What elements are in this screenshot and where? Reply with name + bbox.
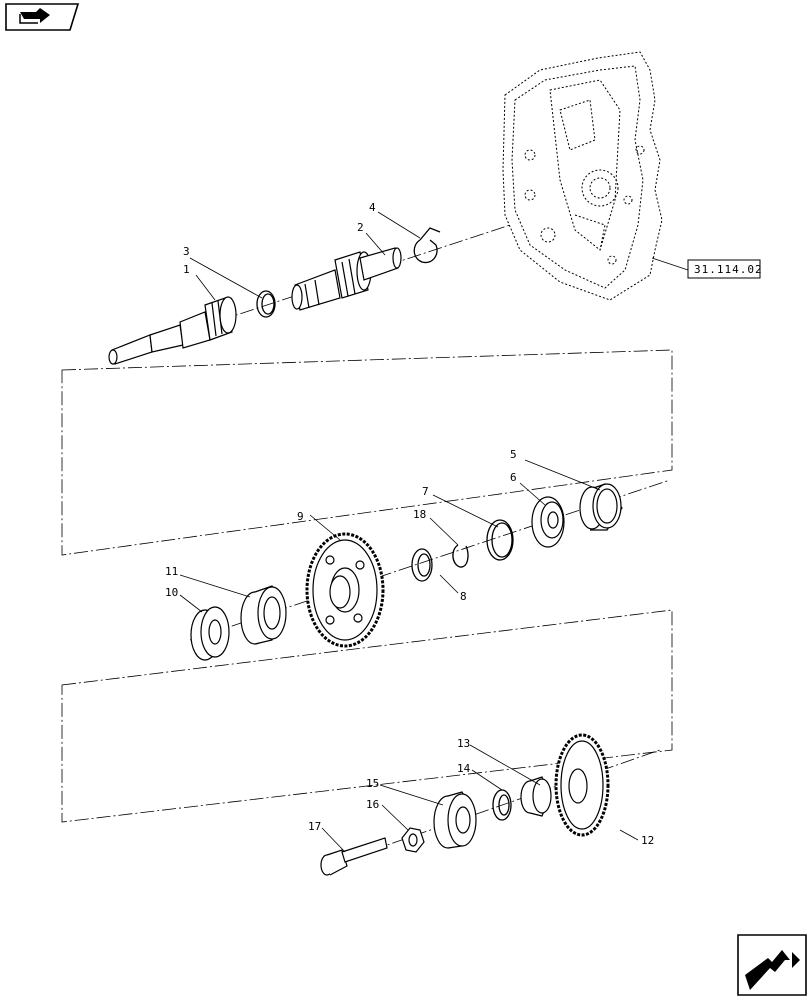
retaining-ring: [486, 519, 514, 561]
callout-16: 16: [366, 798, 379, 811]
callout-labels: 1 2 3 4 5 6 7 8 9 10 11 12 13 14 15 16 1…: [165, 201, 654, 847]
callout-1: 1: [183, 263, 190, 276]
splined-shaft: [291, 247, 402, 311]
callout-4: 4: [369, 201, 376, 214]
callout-6: 6: [510, 471, 517, 484]
callout-7: 7: [422, 485, 429, 498]
callout-13: 13: [457, 737, 470, 750]
book-arrow-icon[interactable]: [5, 3, 80, 31]
group-boundary-1: [61, 349, 673, 556]
callout-5: 5: [510, 448, 517, 461]
output-bearing: [433, 791, 477, 849]
reference-label: 31.114.02: [694, 263, 763, 276]
needle-bearing: [240, 585, 287, 645]
callout-15: 15: [366, 777, 379, 790]
bushing: [520, 776, 552, 817]
callout-18: 18: [413, 508, 426, 521]
callout-17: 17: [308, 820, 321, 833]
large-gear: [305, 532, 385, 648]
callout-10: 10: [165, 586, 178, 599]
next-page-arrow-icon[interactable]: [737, 934, 807, 996]
snap-ring: [256, 290, 276, 318]
reference-callout[interactable]: 31.114.02: [651, 257, 763, 279]
callout-3: 3: [183, 245, 190, 258]
callout-12: 12: [641, 834, 654, 847]
ball-bearing: [531, 496, 565, 548]
driven-gear: [554, 733, 610, 837]
callout-2: 2: [357, 221, 364, 234]
retaining-clip: [413, 227, 441, 264]
group-boundary-2: [61, 609, 673, 823]
hex-nut: [401, 827, 425, 853]
output-shaft: [108, 296, 237, 365]
callout-9: 9: [297, 510, 304, 523]
bearing-cup: [579, 483, 623, 531]
small-gear: [190, 606, 230, 661]
callout-8: 8: [460, 590, 467, 603]
circlip: [452, 544, 469, 568]
bolt: [320, 837, 388, 876]
callout-11: 11: [165, 565, 178, 578]
thrust-washer: [411, 548, 433, 582]
gearbox-housing: [502, 51, 663, 301]
callout-14: 14: [457, 762, 471, 775]
callouts: [179, 211, 639, 853]
